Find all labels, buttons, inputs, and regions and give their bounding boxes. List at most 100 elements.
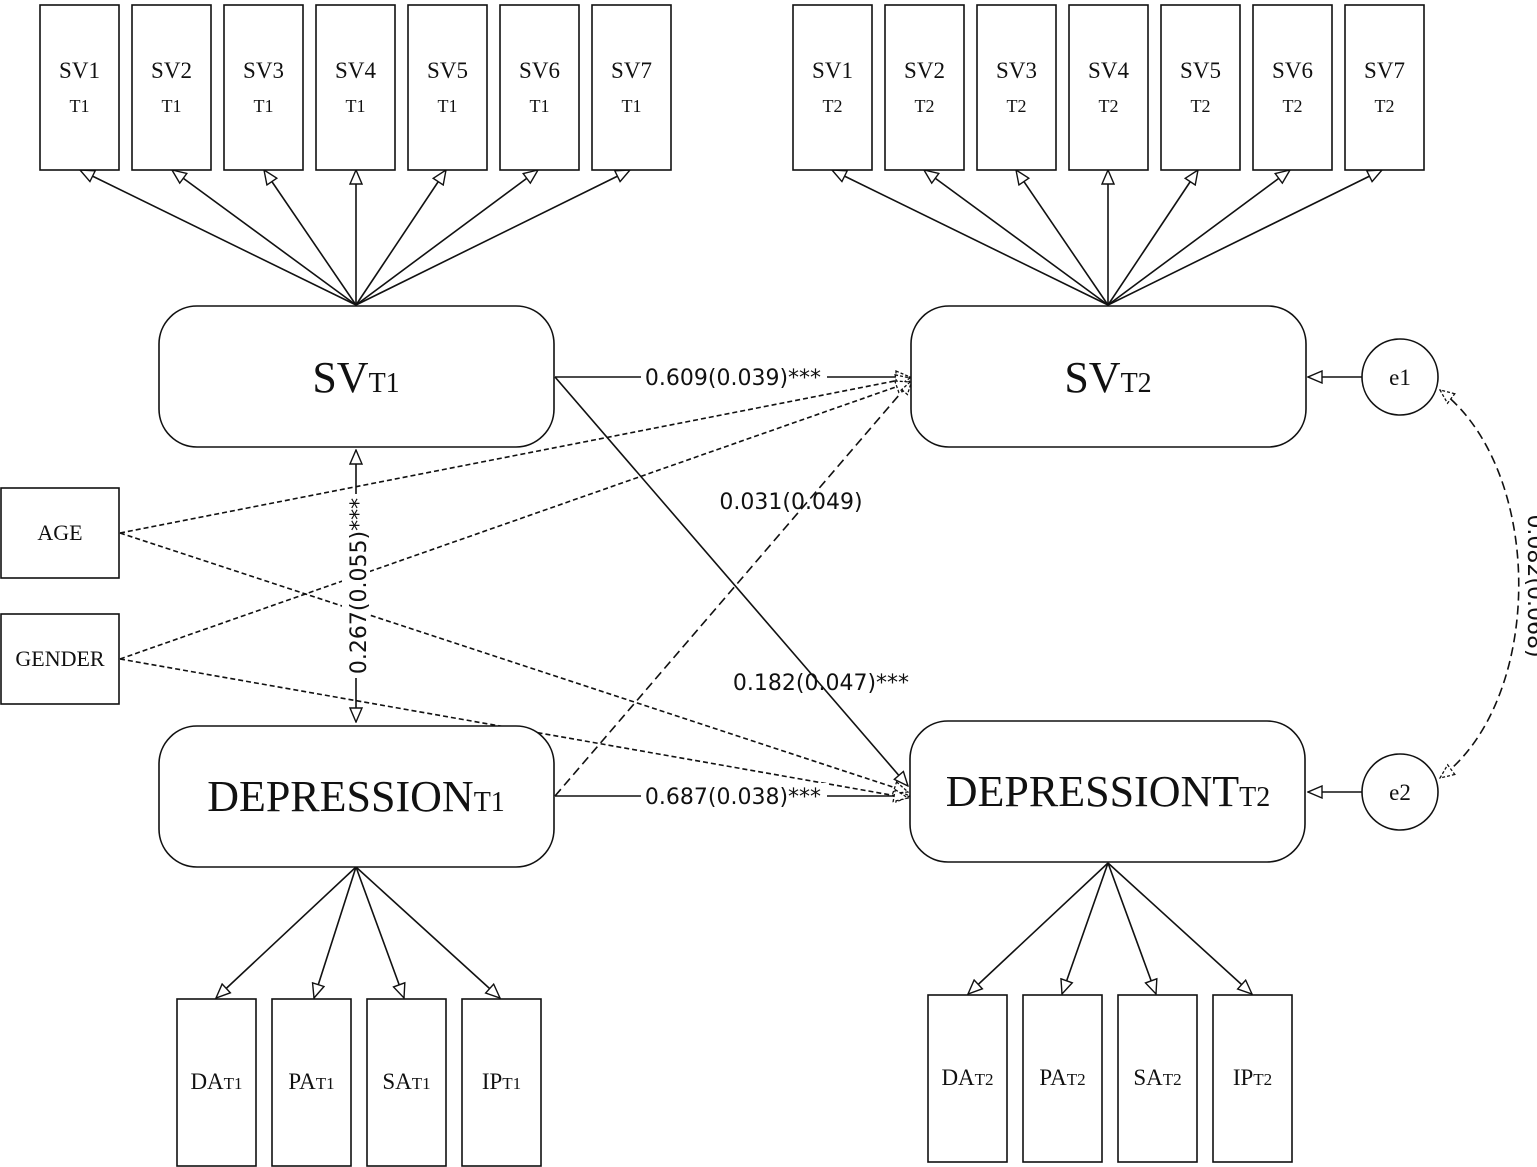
dep-t1-loadings bbox=[216, 866, 500, 998]
path-age-to-sv-t2 bbox=[119, 378, 910, 534]
loading-sv1-t1 bbox=[80, 170, 357, 306]
sv-t1-indicator-time: T1 bbox=[70, 96, 90, 116]
loading-sv5-t2 bbox=[1107, 170, 1198, 306]
loading-pa-t1 bbox=[314, 866, 357, 998]
dep-t1-indicator-label: DAT1 bbox=[190, 1069, 242, 1094]
covariate-gender-box bbox=[0, 613, 120, 705]
latent-sv-t1-box bbox=[158, 305, 555, 448]
latent-dep-t1: DEPRESSIONT1 bbox=[158, 725, 555, 868]
path-sv-to-dep bbox=[554, 376, 908, 786]
dep-t2-indicator-box bbox=[1022, 994, 1103, 1163]
latent-sv-t2: SVT2 bbox=[910, 305, 1307, 448]
sv-t2-indicator-time: T2 bbox=[1191, 96, 1211, 116]
sv-t1-indicator-box bbox=[131, 4, 212, 171]
dep-t2-indicator-label: PAT2 bbox=[1039, 1065, 1085, 1090]
loading-da-t1 bbox=[216, 866, 357, 998]
latent-dep-t1-label: DEPRESSIONT1 bbox=[207, 772, 505, 821]
sv-t2-indicator-box bbox=[1068, 4, 1149, 171]
path-age-to-dep-t2 bbox=[119, 532, 908, 792]
sv-t2-indicator-name: SV6 bbox=[1272, 58, 1313, 83]
sv-t1-indicator-name: SV4 bbox=[335, 58, 376, 83]
error-e2: e2 bbox=[1361, 753, 1439, 831]
sv-t1-indicator-time: T1 bbox=[346, 96, 366, 116]
sv-t1-indicator-name: SV2 bbox=[151, 58, 192, 83]
loading-sv6-t2 bbox=[1107, 170, 1290, 306]
coef-dep-to-sv: 0.031(0.049) bbox=[719, 490, 862, 515]
sv-t2-loadings bbox=[832, 170, 1382, 306]
loading-sv7-t2 bbox=[1107, 170, 1382, 306]
sv-t2-indicator-name: SV3 bbox=[996, 58, 1037, 83]
loading-sa-t1 bbox=[355, 866, 404, 998]
sv-t1-indicator-box bbox=[223, 4, 304, 171]
dep-t2-indicator-3: SAT2 bbox=[1117, 994, 1198, 1163]
dep-t1-indicator-label: SAT1 bbox=[382, 1069, 430, 1094]
dep-t1-indicator-2: PAT1 bbox=[271, 998, 352, 1167]
latent-dep-t2-box bbox=[909, 720, 1306, 863]
path-residual-covariance bbox=[1440, 390, 1520, 778]
loading-sv1-t2 bbox=[832, 170, 1109, 306]
sv-t2-indicator-time: T2 bbox=[1283, 96, 1303, 116]
sv-t2-indicator-time: T2 bbox=[823, 96, 843, 116]
sv-t1-indicator-name: SV7 bbox=[611, 58, 652, 83]
loading-sv2-t1 bbox=[172, 170, 357, 306]
dep-t2-indicator-label: IPT2 bbox=[1233, 1065, 1272, 1090]
loading-ip-t1 bbox=[355, 866, 500, 998]
latent-sv-t2-box bbox=[910, 305, 1307, 448]
dep-t1-indicator-1: DAT1 bbox=[176, 998, 257, 1167]
error-e1: e1 bbox=[1361, 338, 1439, 416]
sv-t1-indicator-box bbox=[39, 4, 120, 171]
loading-da-t2 bbox=[968, 862, 1109, 994]
sv-t2-indicator-box bbox=[792, 4, 873, 171]
sv-t2-indicator-name: SV2 bbox=[904, 58, 945, 83]
covariate-age-box bbox=[0, 487, 120, 579]
sv-t1-indicator-name: SV3 bbox=[243, 58, 284, 83]
path-coefficients: 0.609(0.039)*** 0.687(0.038)*** 0.031(0.… bbox=[342, 364, 1537, 810]
latent-dep-t2: DEPRESSIONTT2 bbox=[909, 720, 1306, 863]
dep-t1-indicator-box bbox=[271, 998, 352, 1167]
sv-t1-indicator-time: T1 bbox=[162, 96, 182, 116]
loading-pa-t2 bbox=[1062, 862, 1109, 994]
sv-t2-indicator-name: SV7 bbox=[1364, 58, 1405, 83]
dep-t2-loadings bbox=[968, 862, 1252, 994]
loading-ip-t2 bbox=[1107, 862, 1252, 994]
sv-t1-indicator-time: T1 bbox=[438, 96, 458, 116]
sv-t2-indicator-box bbox=[976, 4, 1057, 171]
dep-t2-indicator-2: PAT2 bbox=[1022, 994, 1103, 1163]
sv-t1-indicator-box bbox=[499, 4, 580, 171]
covariate-gender-label: GENDER bbox=[15, 646, 105, 671]
sv-t2-indicator-box bbox=[1344, 4, 1425, 171]
sv-t1-indicator-time: T1 bbox=[530, 96, 550, 116]
sv-t1-loadings bbox=[80, 170, 630, 306]
sv-t2-indicator-name: SV4 bbox=[1088, 58, 1129, 83]
path-gender-to-sv-t2 bbox=[119, 382, 910, 660]
coef-t1-covariance: 0.267(0.055)*** bbox=[347, 498, 372, 674]
loading-sv7-t1 bbox=[355, 170, 630, 306]
dep-t2-indicator-label: DAT2 bbox=[941, 1065, 993, 1090]
sv-t2-indicator-name: SV1 bbox=[812, 58, 853, 83]
sv-t1-indicator-box bbox=[407, 4, 488, 171]
dep-t1-indicator-3: SAT1 bbox=[366, 998, 447, 1167]
dep-t2-indicator-4: IPT2 bbox=[1212, 994, 1293, 1163]
sv-t1-indicator-time: T1 bbox=[254, 96, 274, 116]
dep-t1-indicator-box bbox=[461, 998, 542, 1167]
error-e2-label: e2 bbox=[1389, 780, 1411, 805]
loading-sv3-t1 bbox=[264, 170, 357, 306]
sv-t2-indicator-time: T2 bbox=[1375, 96, 1395, 116]
sv-t1-indicator-box bbox=[315, 4, 396, 171]
loading-sv6-t1 bbox=[355, 170, 538, 306]
sv-t2-indicator-name: SV5 bbox=[1180, 58, 1221, 83]
sv-t1-indicator-name: SV5 bbox=[427, 58, 468, 83]
